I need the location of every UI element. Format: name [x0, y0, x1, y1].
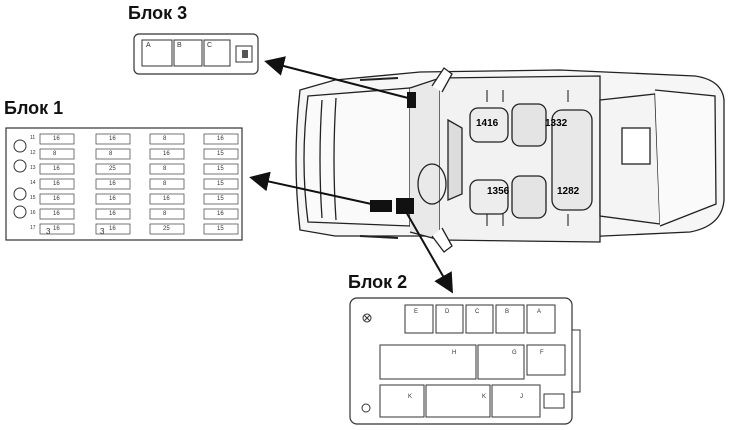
- fuse-slot: [149, 148, 185, 160]
- fuse-rating-label: 16: [109, 196, 116, 202]
- fuse-slot: [203, 223, 239, 235]
- fuse-rating-label: 15: [217, 166, 224, 172]
- block2-relay-label: D: [445, 309, 450, 315]
- fuse-rating-label: 16: [53, 226, 60, 232]
- fuse-rating-label: 16: [109, 211, 116, 217]
- fuse-slot: [39, 208, 75, 220]
- measurement-front-left: 1416: [476, 118, 499, 129]
- block3-relay-label: B: [177, 42, 182, 49]
- block2-relay-label: A: [537, 309, 542, 315]
- fuse-slot: [95, 133, 131, 145]
- fuse-slot: [39, 133, 75, 145]
- fuse-rating-label: 16: [53, 166, 60, 172]
- circled-marker: 3: [100, 227, 105, 236]
- block3-diagram: [133, 33, 259, 75]
- fuse-rating-label: 16: [109, 136, 116, 142]
- fuse-rating-label: 25: [163, 226, 170, 232]
- fuse-rating-label: 16: [109, 181, 116, 187]
- block2-relay-label: H: [452, 350, 457, 356]
- fuse-rating-label: 16: [217, 136, 224, 142]
- measurement-rear-right: 1282: [557, 186, 580, 197]
- block2-relay-label: K: [482, 394, 487, 400]
- fuse-rating-label: 8: [109, 151, 113, 157]
- fuse-slot: [149, 163, 185, 175]
- measurement-rear-left: 1332: [545, 118, 568, 129]
- fuse-row-number: 12: [30, 150, 36, 156]
- block2-relay-label: J: [520, 394, 523, 400]
- fuse-slot: [95, 178, 131, 190]
- fuse-rating-label: 16: [53, 181, 60, 187]
- fuse-slot: [39, 223, 75, 235]
- fuse-slot: [149, 178, 185, 190]
- fuse-slot: [39, 163, 75, 175]
- fuse-slot: [149, 223, 185, 235]
- fuse-slot: [203, 193, 239, 205]
- fuse-slot: [95, 223, 131, 235]
- block2-relay-label: C: [475, 309, 480, 315]
- fuse-slot: [203, 208, 239, 220]
- block3-relay-label: A: [146, 42, 151, 49]
- fuse-slot: [39, 148, 75, 160]
- connector-arrows: [249, 56, 453, 294]
- fuse-slot: [203, 178, 239, 190]
- fuse-row-number: 14: [30, 180, 36, 186]
- fuse-slot: [95, 163, 131, 175]
- fuse-slot: [149, 208, 185, 220]
- fuse-rating-label: 16: [53, 196, 60, 202]
- fuse-rating-label: 16: [163, 151, 170, 157]
- car-top-view: [295, 67, 725, 253]
- fuse-rating-label: 8: [53, 151, 57, 157]
- block1-diagram: [5, 127, 243, 241]
- fuse-slot: [203, 133, 239, 145]
- fuse-slot: [95, 208, 131, 220]
- fuse-rating-label: 16: [53, 211, 60, 217]
- fuse-rating-label: 8: [163, 136, 167, 142]
- fuse-row-number: 13: [30, 165, 36, 171]
- fuse-row-number: 15: [30, 195, 36, 201]
- fuse-rating-label: 8: [163, 166, 167, 172]
- block2-relay-label: K: [408, 394, 413, 400]
- fuse-box-markers: [370, 92, 416, 214]
- fuse-rating-label: 15: [217, 151, 224, 157]
- fuse-slot: [149, 133, 185, 145]
- circled-marker: 3: [46, 227, 51, 236]
- fuse-rating-label: 8: [163, 181, 167, 187]
- block2-title: Блок 2: [348, 272, 408, 292]
- fuse-rating-label: 8: [163, 211, 167, 217]
- fuse-slot: [203, 148, 239, 160]
- block3-relay-label: C: [207, 42, 213, 49]
- fuse-slot: [95, 148, 131, 160]
- fuse-rating-label: 15: [217, 226, 224, 232]
- fuse-rating-label: 15: [217, 181, 224, 187]
- fuse-rating-label: 25: [109, 166, 116, 172]
- block2-relay-label: G: [512, 350, 517, 356]
- block2-relay-label: E: [414, 309, 419, 315]
- fuse-rating-label: 16: [163, 196, 170, 202]
- fuse-slot: [39, 178, 75, 190]
- fuse-row-number: 17: [30, 225, 36, 231]
- block3-title: Блок 3: [128, 3, 188, 23]
- fuse-rating-label: 16: [217, 211, 224, 217]
- measurement-front-right: 1356: [487, 186, 510, 197]
- fuse-rating-label: 16: [109, 226, 116, 232]
- fuse-row-number: 11: [30, 135, 36, 141]
- fuse-rating-label: 15: [217, 196, 224, 202]
- block2-relay-label: F: [540, 350, 544, 356]
- fuse-slot: [203, 163, 239, 175]
- fuse-slot: [149, 193, 185, 205]
- fuse-row-number: 16: [30, 210, 36, 216]
- block1-title: Блок 1: [4, 98, 64, 118]
- fuse-slot: [39, 193, 75, 205]
- block2-diagram: [349, 297, 581, 425]
- fuse-slot: [95, 193, 131, 205]
- block2-relay-label: B: [505, 309, 510, 315]
- fuse-rating-label: 16: [53, 136, 60, 142]
